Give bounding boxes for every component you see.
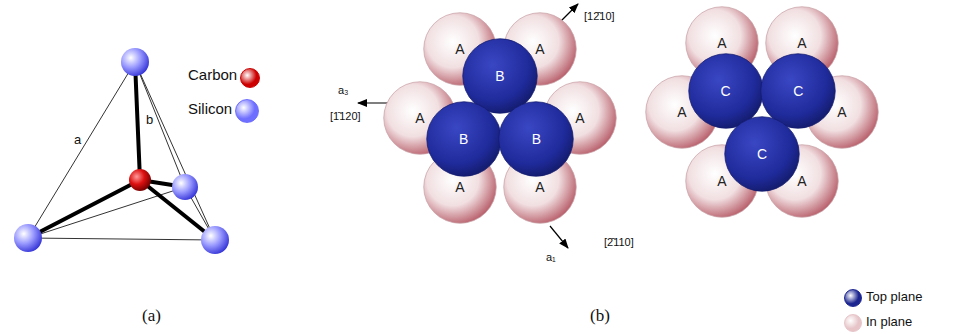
atom-label: C <box>724 146 800 162</box>
top-plane-atom: B <box>426 101 502 177</box>
legend-swatch <box>844 289 862 307</box>
axis-label: [1̄120] <box>330 110 361 123</box>
top-plane-atom: B <box>498 101 574 177</box>
atom-label: B <box>498 131 574 147</box>
direction-arrows <box>358 4 578 248</box>
legend-swatch <box>240 68 260 88</box>
panel-caption: (a) <box>142 306 161 326</box>
atom-label: A <box>423 179 497 195</box>
panel-caption: (b) <box>590 306 610 326</box>
axis-label: [12̄10] <box>584 10 615 23</box>
atom-label: C <box>760 83 836 99</box>
atom-label: C <box>688 83 764 99</box>
axis-label: a₁ <box>546 251 556 264</box>
top-plane-atom: B <box>462 38 538 114</box>
axis-label: a <box>74 132 81 147</box>
atom-label: A <box>503 179 577 195</box>
legend-text: Silicon <box>188 100 232 118</box>
atom-label: A <box>765 35 839 51</box>
top-plane-atom: C <box>724 116 800 192</box>
top-plane-atom: C <box>760 53 836 129</box>
atom-label: A <box>685 35 759 51</box>
legend-text: In plane <box>866 314 912 330</box>
axis-label: [2̄110] <box>604 236 634 249</box>
legend-swatch <box>844 314 862 332</box>
top-plane-atom: C <box>688 53 764 129</box>
axis-label: a₃ <box>338 84 349 97</box>
atom-label: B <box>462 68 538 84</box>
legend-text: Top plane <box>866 289 922 305</box>
legend-text: Carbon <box>188 66 237 84</box>
legend-swatch <box>235 99 259 123</box>
axis-label: b <box>146 112 153 127</box>
atom-label: B <box>426 131 502 147</box>
